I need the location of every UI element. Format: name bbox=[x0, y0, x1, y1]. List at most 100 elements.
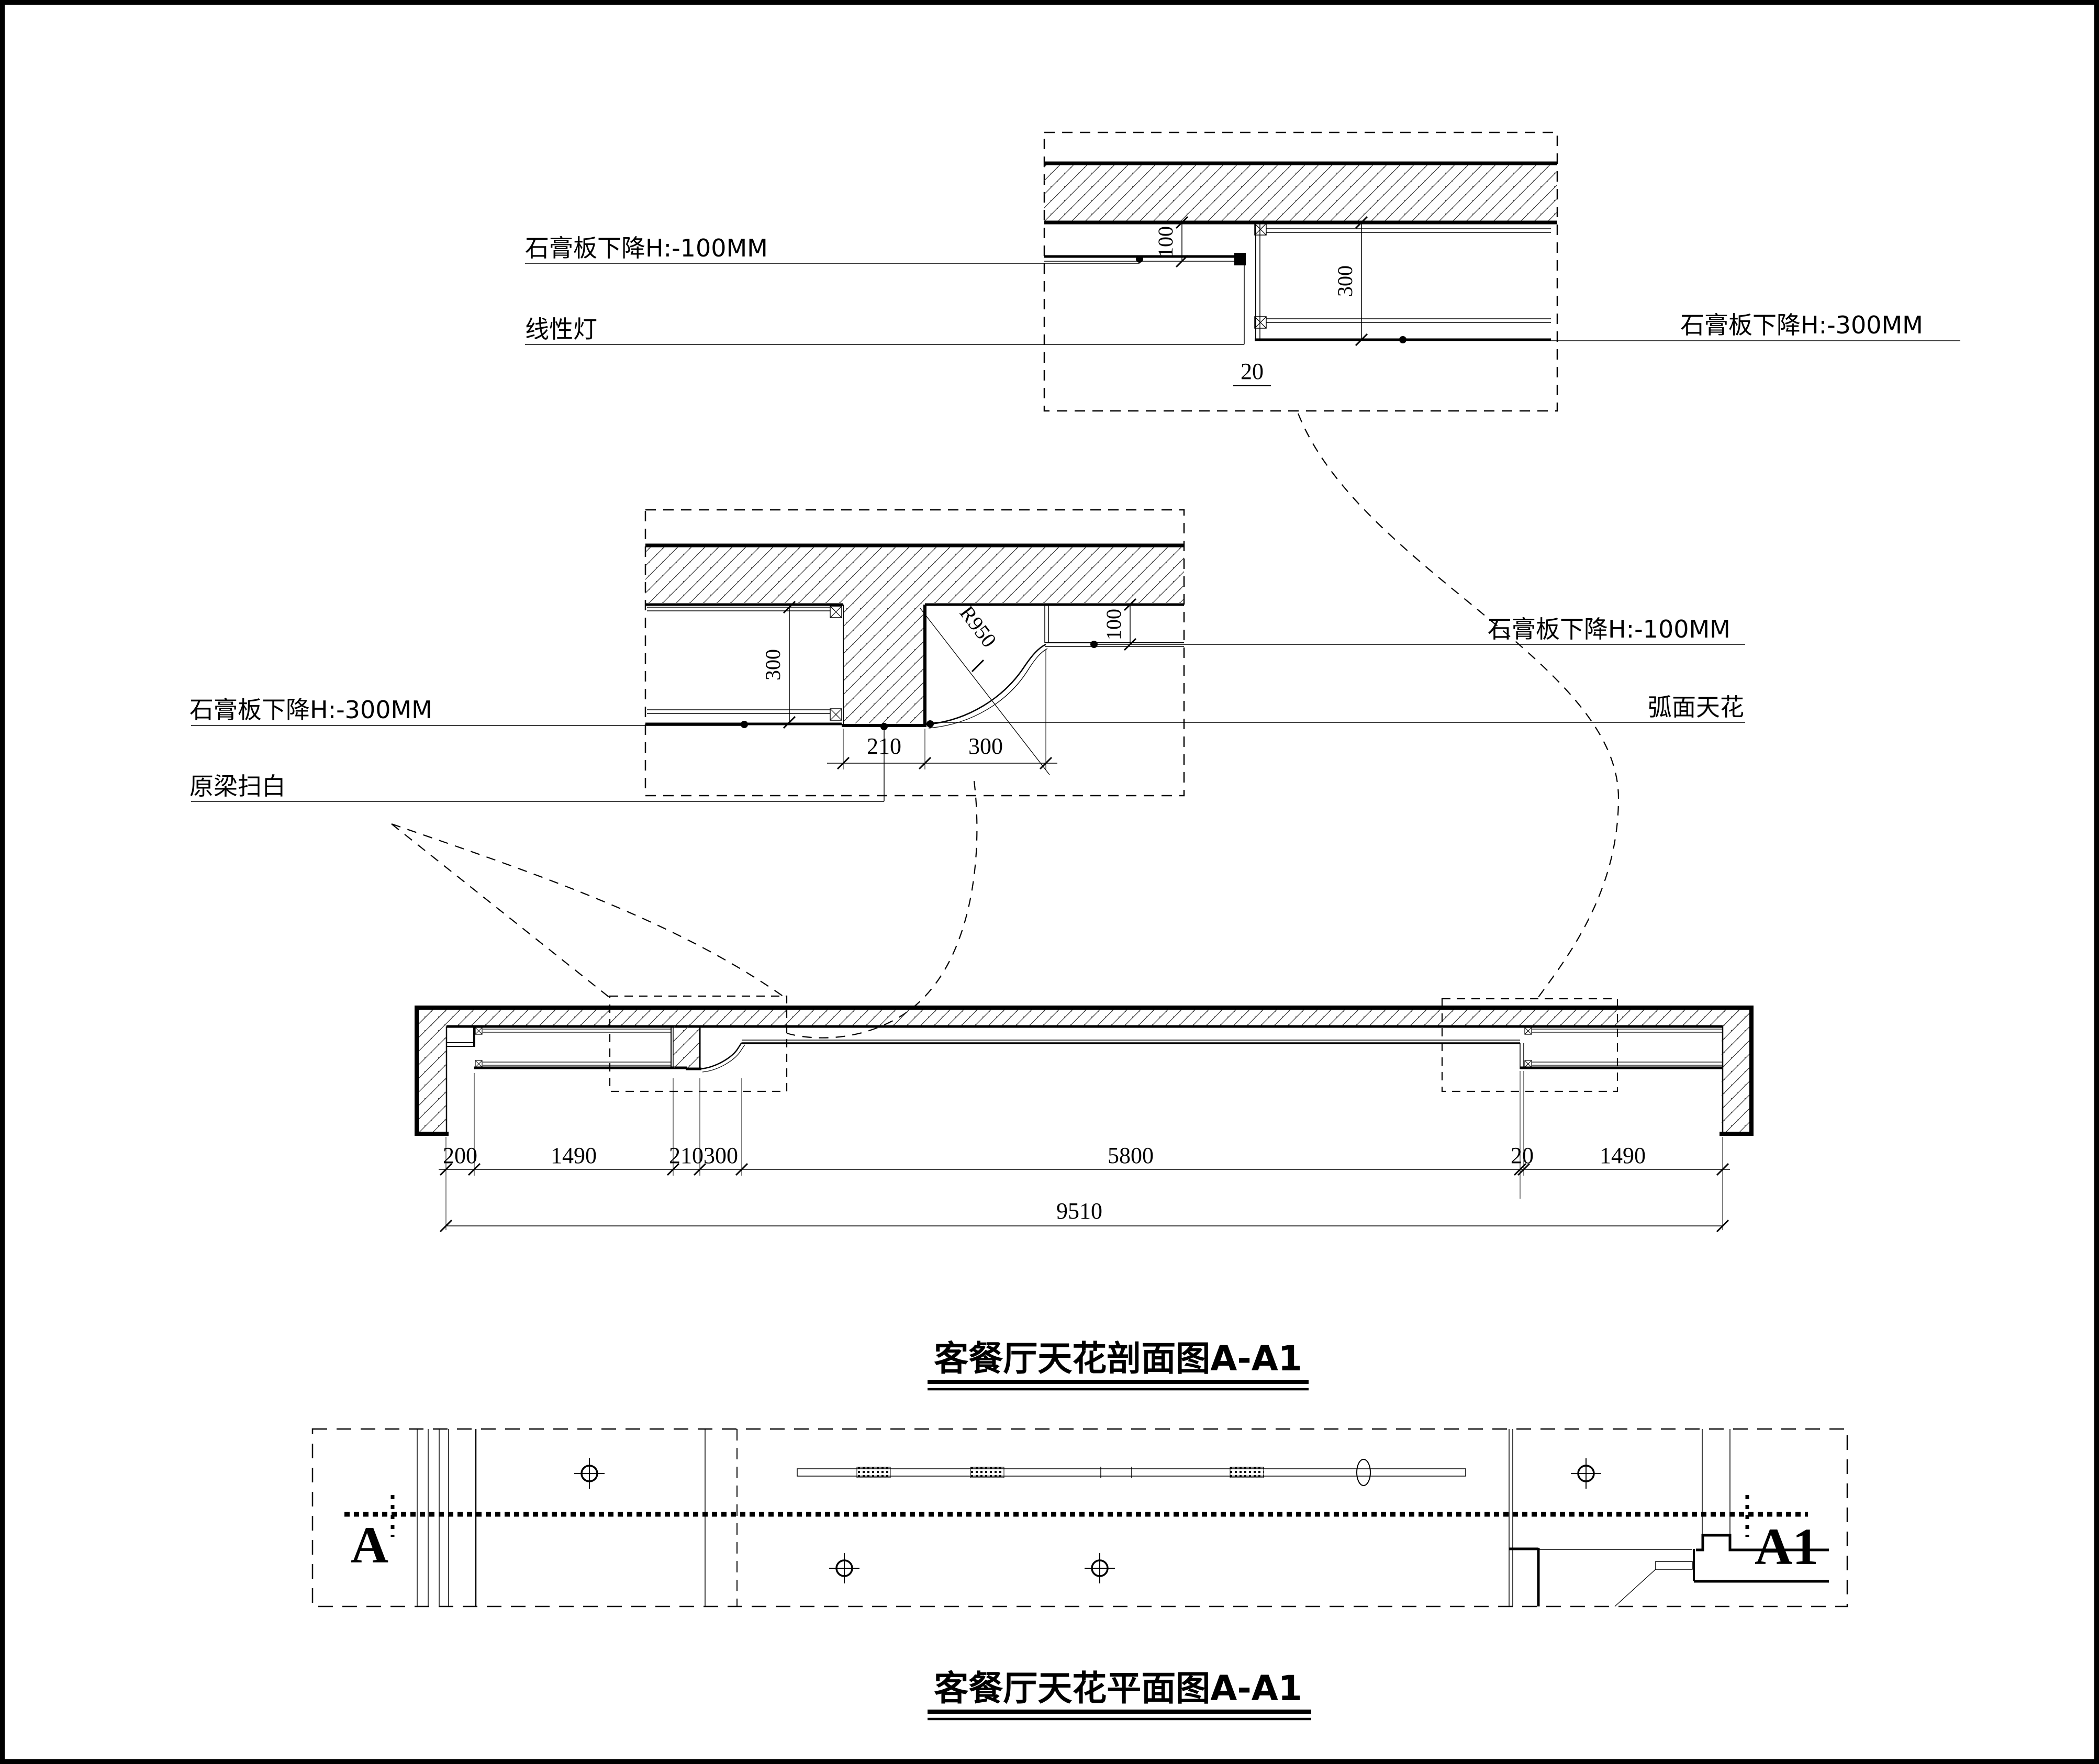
x-blocking bbox=[1254, 223, 1267, 329]
light-joint bbox=[856, 1467, 891, 1478]
light-symbol bbox=[1571, 1458, 1601, 1489]
diagonal-edge bbox=[1614, 1569, 1656, 1607]
detail-connectors bbox=[391, 413, 1620, 1039]
dim-100-vertical: 100 bbox=[1154, 216, 1189, 268]
cove-curve-outer bbox=[926, 643, 1046, 725]
svg-text:300: 300 bbox=[968, 733, 1003, 759]
slab-hatch bbox=[415, 1010, 1754, 1026]
plan-view: A A1 bbox=[311, 1428, 1848, 1721]
svg-text:100: 100 bbox=[1102, 609, 1125, 640]
section-callout-left bbox=[609, 995, 788, 1092]
mid-detail: 石膏板下降H:-300MM 原梁扫白 R950 石膏板下降H:-100MM 弧面… bbox=[189, 509, 1745, 802]
niche-box bbox=[1655, 1561, 1693, 1570]
connector-mid-detail bbox=[786, 780, 978, 1039]
label-linear-light: 线性灯 bbox=[525, 315, 597, 343]
radius-line bbox=[920, 608, 1050, 775]
svg-text:210: 210 bbox=[669, 1143, 704, 1168]
light-symbol bbox=[829, 1553, 859, 1583]
label-gypsum-down-300: 石膏板下降H:-300MM bbox=[189, 696, 432, 724]
dim-20: 20 bbox=[1233, 359, 1271, 386]
pendant-symbol bbox=[1356, 1459, 1371, 1486]
cove-curve-inner bbox=[702, 1044, 745, 1073]
ceiling-step-edge bbox=[1509, 1429, 1513, 1606]
svg-text:1490: 1490 bbox=[1600, 1143, 1646, 1168]
soffit-step-outline bbox=[1509, 1534, 1829, 1607]
dim-100-vertical: 100 bbox=[1102, 598, 1137, 651]
wall-layer-lines bbox=[417, 1429, 449, 1606]
box-top-rail bbox=[1266, 228, 1551, 233]
svg-text:300: 300 bbox=[761, 649, 785, 680]
section-marker-a1: A1 bbox=[1755, 1517, 1818, 1576]
mid-detail-callout-box bbox=[644, 509, 1185, 797]
linear-light-bar bbox=[797, 1459, 1466, 1486]
light-symbol bbox=[574, 1458, 605, 1489]
plan-title: 客餐厅天花平面图A-A1 bbox=[928, 1668, 1311, 1721]
concrete-slab-hatch bbox=[645, 547, 1184, 603]
label-curved-ceiling: 弧面天花 bbox=[1648, 693, 1744, 721]
section-callout-right bbox=[1441, 998, 1618, 1092]
right-wall-edges bbox=[1702, 1429, 1730, 1535]
curtain-pocket-board bbox=[446, 1042, 474, 1047]
svg-text:客餐厅天花平面图A-A1: 客餐厅天花平面图A-A1 bbox=[934, 1668, 1302, 1709]
label-beam-paint-white: 原梁扫白 bbox=[189, 772, 286, 800]
label-gypsum-down-300: 石膏板下降H:-300MM bbox=[1680, 311, 1923, 339]
cove-curve-inner bbox=[928, 648, 1048, 729]
top-detail: 石膏板下降H:-100MM 线性灯 石膏板下降H:-300MM 100 300 bbox=[525, 131, 1960, 412]
svg-text:210: 210 bbox=[867, 733, 901, 759]
shadow-gap-20 bbox=[1520, 1043, 1524, 1069]
ceiling-lights bbox=[574, 1458, 1601, 1583]
leader-line-beam-white bbox=[191, 728, 885, 802]
box-bottom-rail bbox=[647, 709, 830, 714]
dim-total-row: 9510 bbox=[439, 1198, 1729, 1233]
dim-chain-row1: 200 1490 210 300 5800 20 1490 bbox=[439, 1071, 1730, 1230]
concrete-slab-hatch bbox=[1044, 165, 1557, 221]
svg-text:300: 300 bbox=[704, 1143, 738, 1168]
leader-dot bbox=[1399, 336, 1406, 343]
svg-text:200: 200 bbox=[443, 1143, 477, 1168]
dim-300-vertical: 300 bbox=[1333, 216, 1368, 347]
connector-top-detail bbox=[1297, 413, 1620, 1000]
box-bottom-rail bbox=[1266, 318, 1551, 323]
leader-dot bbox=[741, 721, 748, 728]
leader-dot bbox=[926, 720, 934, 728]
label-gypsum-down-100: 石膏板下降H:-100MM bbox=[1488, 615, 1730, 643]
light-joint bbox=[1230, 1467, 1264, 1478]
cove-curve bbox=[700, 1042, 743, 1070]
light-joint bbox=[970, 1467, 1004, 1478]
svg-text:100: 100 bbox=[1154, 226, 1177, 258]
plan-boundary bbox=[311, 1428, 1848, 1607]
dim-300-vertical: 300 bbox=[761, 600, 796, 729]
svg-text:1490: 1490 bbox=[551, 1143, 597, 1168]
section-title: 客餐厅天花剖面图A-A1 bbox=[928, 1338, 1309, 1391]
concrete-beam-hatch bbox=[843, 603, 925, 723]
bar-segment-ticks bbox=[1100, 1467, 1132, 1478]
svg-text:20: 20 bbox=[1511, 1143, 1534, 1168]
right-drop-box bbox=[1520, 1027, 1723, 1069]
box-top-rail bbox=[647, 607, 830, 611]
radius-tick bbox=[971, 659, 985, 673]
linear-light-fixture bbox=[1234, 253, 1246, 265]
section-marker-a: A bbox=[351, 1516, 388, 1574]
svg-text:客餐厅天花剖面图A-A1: 客餐厅天花剖面图A-A1 bbox=[934, 1338, 1302, 1379]
x-blocking bbox=[830, 606, 842, 721]
svg-text:20: 20 bbox=[1241, 359, 1264, 384]
svg-text:5800: 5800 bbox=[1108, 1143, 1154, 1168]
connector-cone-right bbox=[391, 823, 786, 998]
right-wall-hatch bbox=[1722, 1010, 1754, 1134]
light-symbol bbox=[1085, 1553, 1115, 1583]
connector-cone-left bbox=[391, 823, 610, 998]
svg-text:300: 300 bbox=[1333, 265, 1357, 297]
dim-210-300-horizontal: 210 300 bbox=[827, 650, 1057, 770]
label-gypsum-down-100: 石膏板下降H:-100MM bbox=[525, 234, 768, 262]
svg-text:9510: 9510 bbox=[1056, 1198, 1102, 1224]
top-detail-callout-box bbox=[1043, 131, 1558, 412]
dim-r950: R950 bbox=[955, 601, 1001, 652]
beam-hatch bbox=[673, 1026, 700, 1068]
left-drop-box bbox=[474, 1026, 687, 1069]
cove-end-edge bbox=[1044, 605, 1049, 643]
left-wall-hatch bbox=[415, 1010, 446, 1134]
leader-dot bbox=[880, 723, 888, 730]
